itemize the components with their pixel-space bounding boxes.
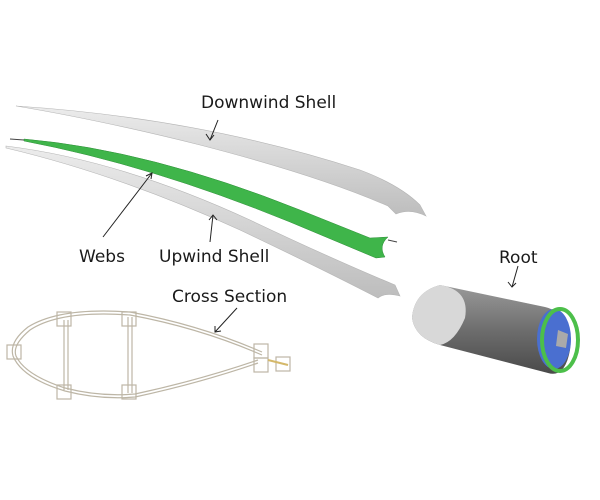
label-cross-section: Cross Section xyxy=(172,287,288,307)
label-upwind-shell: Upwind Shell xyxy=(159,247,270,267)
upwind-shell xyxy=(5,145,401,299)
label-root: Root xyxy=(499,248,538,268)
webs xyxy=(23,138,389,259)
root-drawing xyxy=(412,285,580,374)
cross-section-drawing xyxy=(6,310,291,400)
label-downwind-shell: Downwind Shell xyxy=(201,93,337,113)
label-webs: Webs xyxy=(79,247,125,267)
downwind-shell xyxy=(15,105,427,217)
arrows xyxy=(102,119,519,333)
